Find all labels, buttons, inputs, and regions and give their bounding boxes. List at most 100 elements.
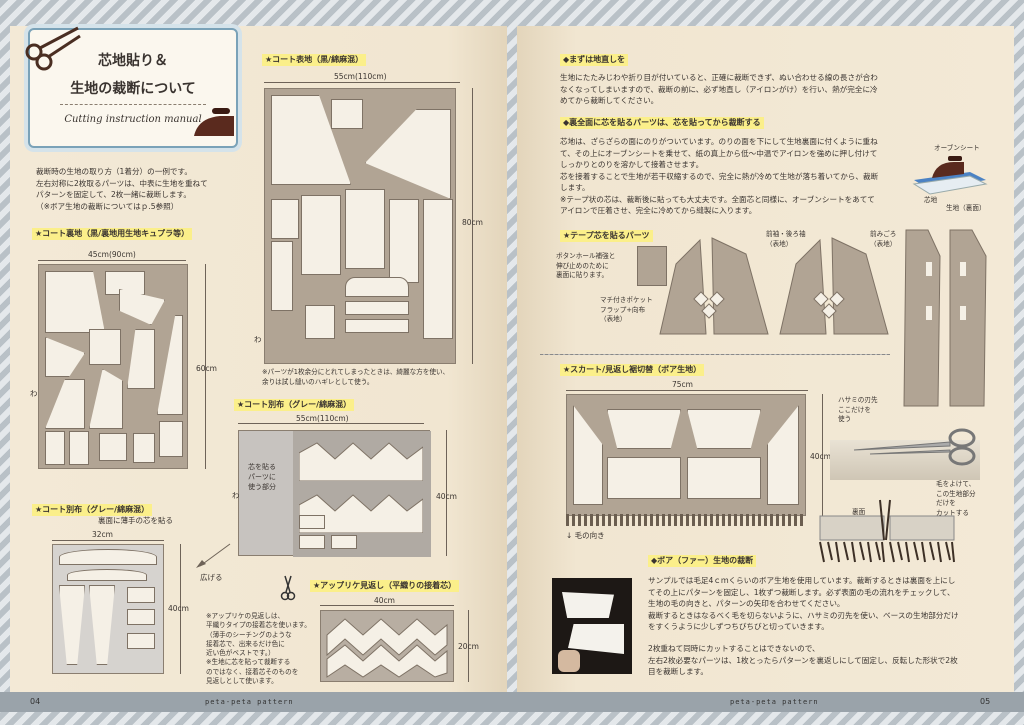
gray-width-line	[238, 423, 424, 424]
fuse-label: 芯地	[924, 196, 938, 204]
pattern-piece	[45, 337, 85, 377]
gray-small-sub: 裏面に薄手の芯を貼る	[98, 516, 173, 525]
outer-width: 55cm(110cm)	[334, 72, 387, 81]
small-scissors-icon	[280, 575, 296, 601]
pattern-piece	[69, 431, 89, 465]
pattern-piece	[89, 329, 121, 365]
gray-height: 40cm	[436, 492, 457, 501]
lining-title: ★コート裏地（黒/裏地用生地キュプラ等）	[32, 228, 193, 240]
back-side-label: 裏面	[852, 508, 866, 516]
fuse-part-label: 芯を貼る パーツに 使う部分	[248, 463, 276, 491]
fabric-label: 生地（裏面）	[946, 204, 986, 212]
zigzag-applique	[326, 618, 448, 678]
applique-board	[320, 610, 454, 682]
scissor-tip-note: ハサミの刃先 ここだけを 使う	[838, 396, 878, 423]
pattern-piece	[45, 379, 85, 429]
pattern-piece	[305, 305, 335, 339]
boa-title: ◆ボア（ファー）生地の裁断	[648, 555, 757, 567]
pattern-piece	[127, 609, 155, 625]
fuse-back-title: ◆裏全面に芯を貼るパーツは、芯を貼ってから裁断する	[560, 117, 764, 129]
pattern-piece	[301, 195, 341, 275]
outer-title: ★コート表地（黒/綿麻混）	[262, 54, 367, 66]
outer-board	[264, 88, 456, 364]
front-body-pieces	[903, 229, 987, 407]
pattern-piece	[59, 549, 157, 565]
pattern-piece	[133, 433, 155, 463]
pattern-piece	[299, 535, 325, 549]
pattern-piece	[299, 515, 325, 529]
lining-board	[38, 264, 188, 469]
tape-title: ★テープ芯を貼るパーツ	[560, 230, 653, 242]
gray-small-height-line	[180, 544, 181, 674]
outer-note: ※パーツが1枚余分にとれてしまったときは、綺麗な方を使い、 余りは試し縫いのハギ…	[262, 368, 450, 386]
body-note: 前みごろ （表地）	[870, 230, 897, 248]
large-scissors-icon	[853, 428, 976, 466]
lining-height-line	[205, 264, 206, 469]
gray-fold: わ	[232, 491, 240, 500]
button-piece	[637, 246, 667, 286]
fur-edge	[566, 514, 806, 526]
skirt-height: 40cm	[810, 452, 831, 461]
oven-sheet-label: オーブンシート	[934, 144, 980, 152]
pattern-piece	[331, 535, 357, 549]
footer-bar: 04 peta-peta pattern peta-peta pattern 0…	[0, 692, 1024, 712]
skirt-width: 75cm	[672, 380, 693, 389]
gray-small-board	[52, 544, 164, 674]
pattern-piece	[345, 319, 409, 333]
outer-height-line	[472, 88, 473, 364]
outer-height: 80cm	[462, 218, 483, 227]
photo-hand	[558, 650, 580, 672]
skirt-height-line	[822, 394, 823, 516]
pattern-piece	[345, 277, 409, 297]
pattern-piece	[389, 199, 419, 283]
fur-cut-diagram	[819, 499, 955, 563]
pattern-piece	[67, 569, 147, 581]
gray-title: ★コート別布（グレー/綿麻混）	[234, 399, 355, 411]
pattern-piece	[127, 329, 155, 389]
gray-small-title: ★コート別布（グレー/綿麻混）	[32, 504, 153, 516]
pattern-piece	[331, 99, 363, 129]
divider-line	[540, 354, 890, 355]
pattern-piece	[157, 315, 183, 415]
skirt-title: ★スカート/見返し裾切替（ボア生地）	[560, 364, 705, 376]
pattern-piece	[271, 199, 299, 239]
boa-body1: サンプルでは毛足4ｃｍくらいのボア生地を使用しています。裁断するときは裏面を上に…	[648, 576, 959, 631]
cut-note: 毛をよけて、 この生地部分 だけを カットする	[936, 480, 976, 517]
pattern-piece	[271, 241, 293, 311]
pattern-piece	[573, 405, 603, 505]
pattern-piece	[99, 433, 127, 461]
gray-height-line	[446, 430, 447, 556]
lining-width: 45cm(90cm)	[88, 250, 136, 259]
pattern-piece	[365, 109, 451, 199]
intro-text: 裁断時の生地の取り方（1着分）の一例です。 左右対称に2枚取るパーツは、中表に生…	[36, 167, 208, 211]
spread-label: 広げる	[200, 573, 223, 582]
skirt-width-line	[566, 390, 808, 391]
pattern-piece	[687, 409, 761, 449]
applique-width: 40cm	[374, 596, 395, 605]
pattern-piece	[127, 633, 155, 649]
badge-title-line1: 芯地貼り＆	[98, 53, 168, 69]
lining-width-line	[38, 260, 186, 261]
boa-body2: 2枚重ねて同時にカットすることはできないので、 左右2枚必要なパーツは、1枚とっ…	[648, 644, 958, 676]
pattern-piece	[687, 457, 761, 499]
gray-small-width-line	[52, 540, 164, 541]
applique-height-line	[468, 610, 469, 682]
page-number-right: 05	[980, 697, 991, 706]
iron-diagram	[912, 156, 988, 195]
fuse-back-body: 芯地は、ざらざらの面にのりがついています。のりの面を下にして生地裏面に付くように…	[560, 137, 879, 215]
footer-title-right: peta-peta pattern	[730, 698, 819, 706]
fuse-first-title: ◆まずは地直しを	[560, 54, 629, 66]
boa-photo	[552, 578, 632, 674]
skirt-board	[566, 394, 806, 516]
applique-note: ※アップリケの見返しは、 平織りタイプの接着芯を使います。 （薄手のシーチングの…	[206, 612, 311, 686]
gray-small-width: 32cm	[92, 530, 113, 539]
photo-pattern-piece	[562, 592, 614, 618]
applique-width-line	[320, 605, 454, 606]
page-number-left: 04	[30, 697, 41, 706]
pattern-piece	[767, 405, 799, 505]
pattern-piece	[45, 271, 105, 333]
badge-subtitle: Cutting instruction manual	[64, 114, 202, 125]
scissors-icon	[25, 26, 81, 71]
pattern-piece	[423, 199, 453, 339]
pattern-piece	[59, 585, 85, 665]
